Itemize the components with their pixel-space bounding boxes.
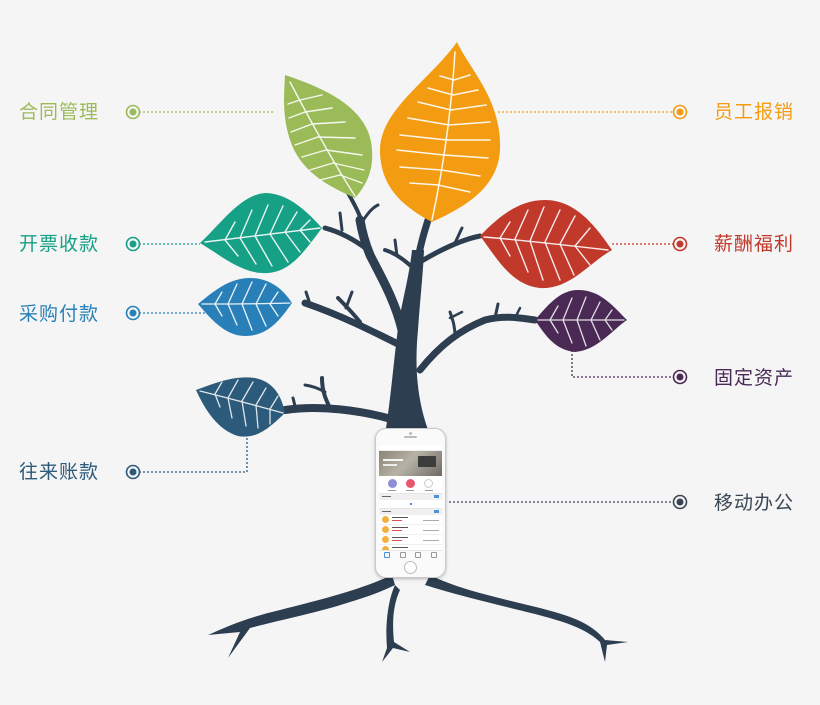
leaf-reimburse — [380, 42, 501, 222]
label-salary: 薪酬福利 — [714, 233, 795, 255]
marker-purchase — [125, 305, 141, 321]
leaf-contract — [284, 75, 373, 198]
phone-status-bar — [379, 446, 442, 451]
label-accounts: 往来账款 — [19, 461, 100, 483]
leaf-accounts — [196, 377, 285, 437]
phone-camera — [409, 432, 412, 435]
marker-salary — [672, 236, 688, 252]
laptop-image — [418, 456, 436, 467]
tab-3-icon — [415, 552, 422, 558]
label-contract: 合同管理 — [19, 101, 100, 123]
smartphone-mockup — [375, 428, 446, 578]
marker-reimburse — [672, 104, 688, 120]
quick-action-pink-icon — [405, 479, 415, 488]
tab-2-icon — [399, 552, 406, 558]
quick-action-purple-icon — [387, 479, 397, 488]
leaf-salary — [480, 200, 612, 289]
tab-profile-icon — [431, 552, 438, 558]
phone-speaker — [404, 436, 417, 438]
marker-invoice — [125, 236, 141, 252]
tab-home-icon — [383, 552, 390, 558]
label-mobile: 移动办公 — [714, 492, 795, 514]
phone-quick-actions — [379, 476, 442, 493]
leaf-invoice — [200, 193, 322, 274]
label-reimburse: 员工报销 — [714, 101, 795, 123]
quick-action-add-icon — [424, 479, 434, 488]
phone-screen — [379, 446, 442, 559]
phone-banner-image — [379, 451, 442, 476]
marker-mobile — [672, 494, 688, 510]
label-invoice: 开票收款 — [19, 233, 100, 255]
label-asset: 固定资产 — [714, 367, 795, 389]
phone-list-item — [379, 535, 442, 545]
marker-contract — [125, 104, 141, 120]
tree-trunk — [281, 191, 539, 435]
leaf-purchase — [198, 278, 292, 336]
marker-asset — [672, 369, 688, 385]
phone-list-item — [379, 525, 442, 535]
label-purchase: 采购付款 — [19, 303, 100, 325]
phone-list-item — [379, 515, 442, 525]
phone-section-header-2 — [379, 508, 442, 515]
phone-home-button — [404, 561, 417, 574]
phone-section-header — [379, 493, 442, 500]
marker-accounts — [125, 464, 141, 480]
tree-roots — [208, 575, 628, 662]
phone-tab-bar — [379, 550, 442, 559]
leaf-asset — [535, 290, 627, 352]
connector-lines — [139, 111, 674, 503]
